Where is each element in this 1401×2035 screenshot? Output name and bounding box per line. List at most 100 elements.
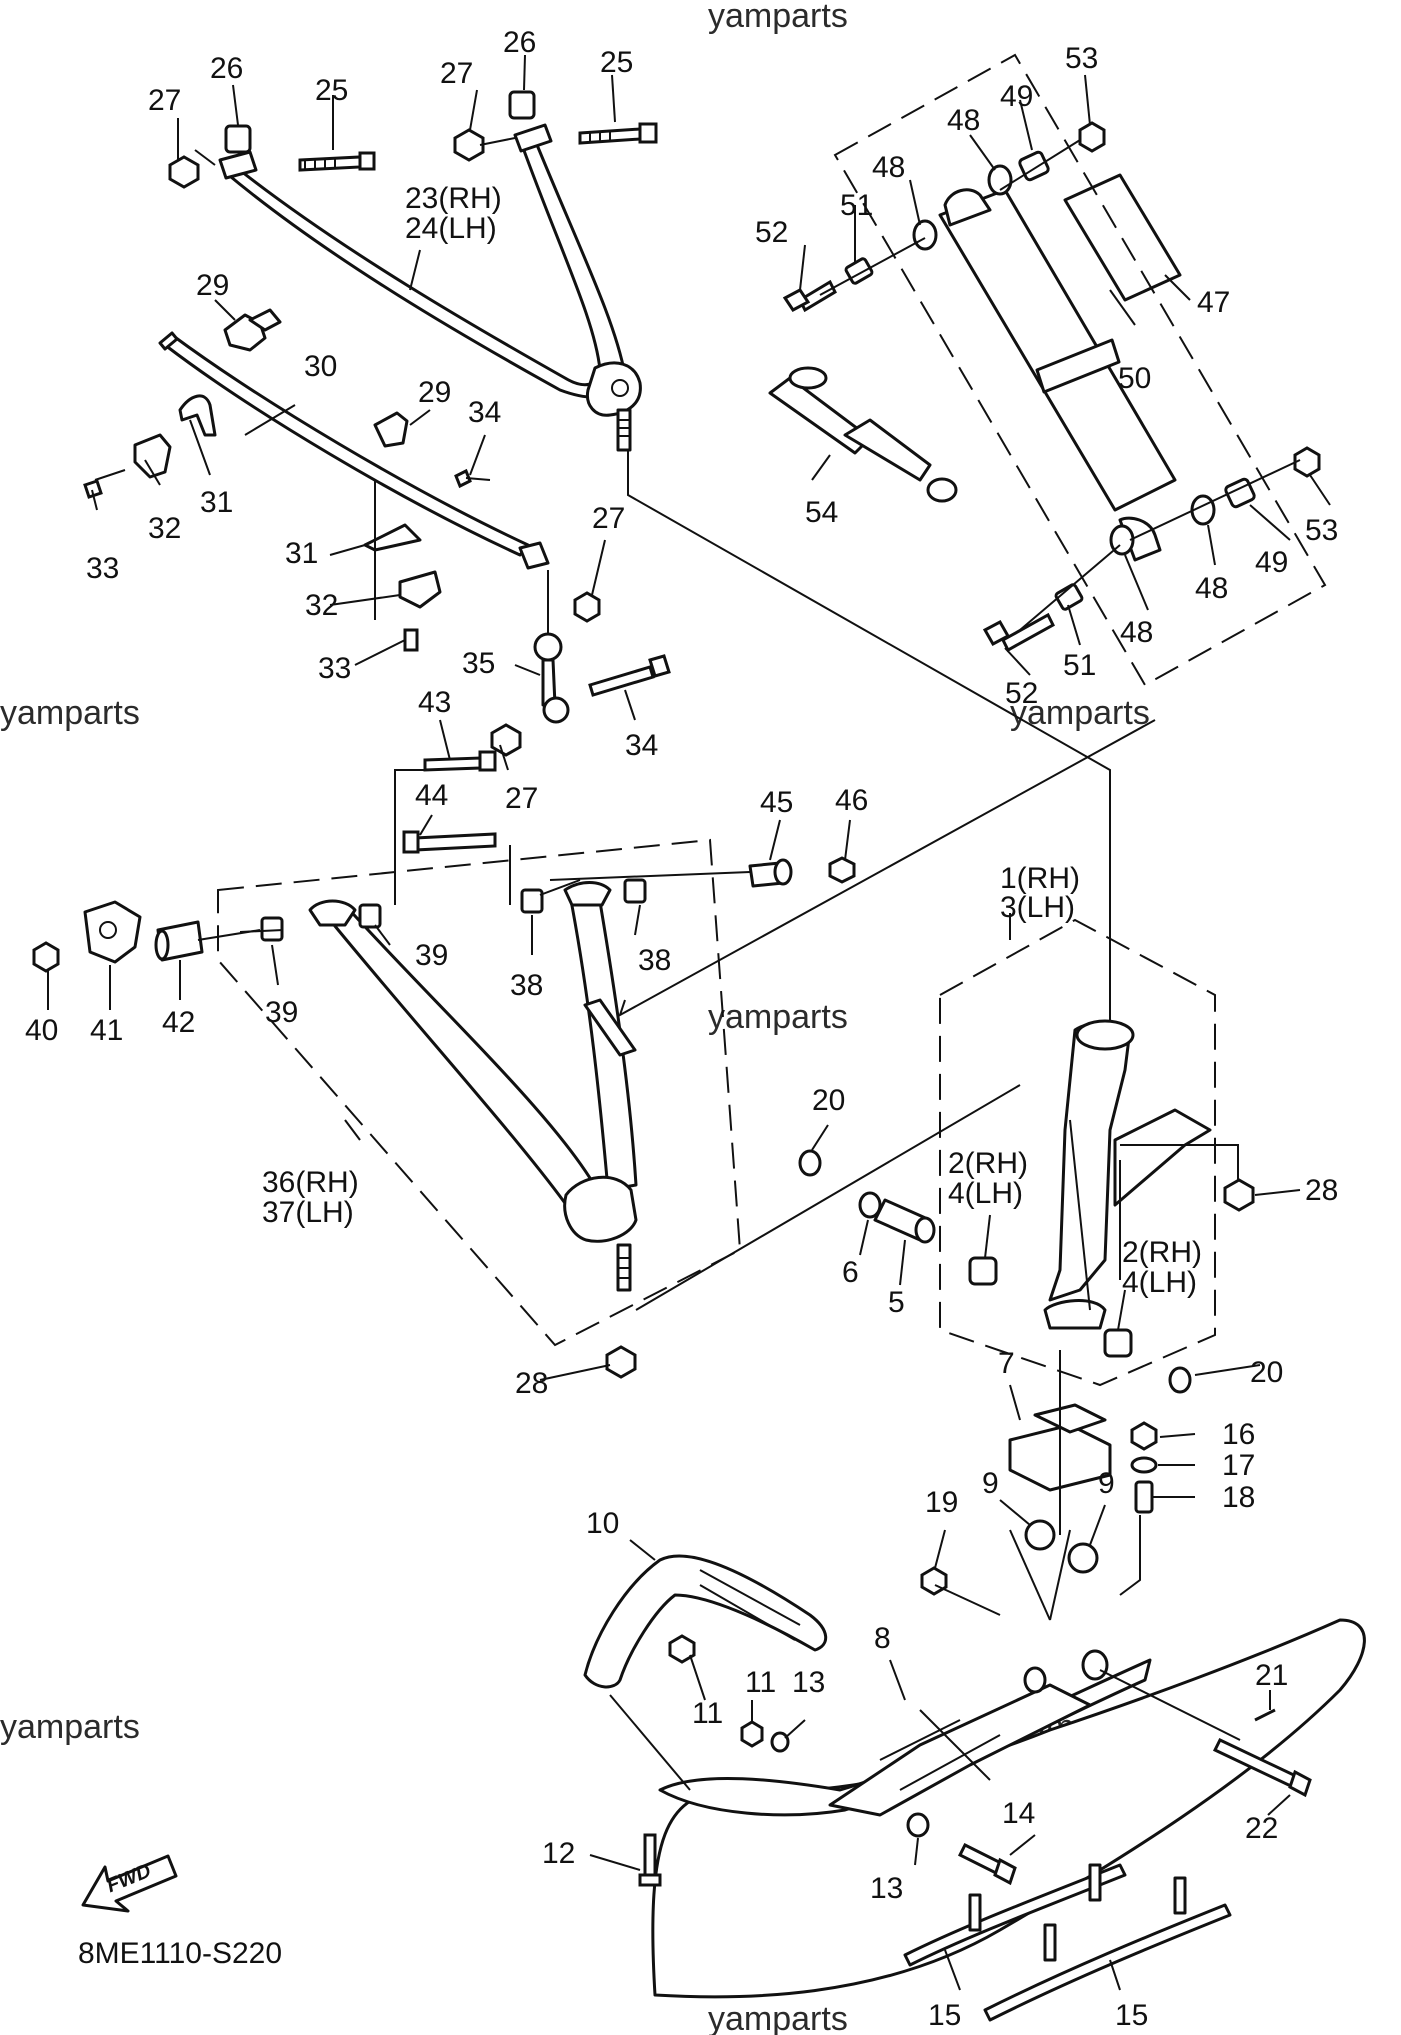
callout-9: 9 bbox=[982, 1467, 999, 1500]
callout-2: 2(RH) bbox=[948, 1147, 1028, 1180]
callout-40: 40 bbox=[25, 1014, 58, 1047]
nut-46 bbox=[828, 856, 856, 884]
bolt-52-top bbox=[782, 279, 837, 313]
bolt-25-right bbox=[578, 122, 658, 145]
bolt-44 bbox=[402, 830, 497, 854]
washer-48-a bbox=[912, 219, 938, 251]
group-box-shock bbox=[833, 53, 1327, 687]
callout-24: 24(LH) bbox=[405, 212, 497, 245]
callout-51: 51 bbox=[840, 189, 873, 222]
bolt-12 bbox=[638, 1833, 662, 1887]
callout-9: 9 bbox=[1098, 1467, 1115, 1500]
callout-27: 27 bbox=[148, 84, 181, 117]
callout-37: 37(LH) bbox=[262, 1196, 354, 1229]
bushing-39-left bbox=[260, 916, 284, 942]
nut-27-right bbox=[453, 128, 485, 162]
runner-15-left bbox=[903, 1863, 1127, 1967]
watermark: yamparts bbox=[708, 998, 848, 1036]
nut-53-bottom bbox=[1293, 446, 1321, 478]
bolt-25-left bbox=[298, 151, 376, 172]
callout-12: 12 bbox=[542, 1837, 575, 1870]
callout-22: 22 bbox=[1245, 1812, 1278, 1845]
callout-53: 53 bbox=[1305, 514, 1338, 547]
bolt-14 bbox=[957, 1842, 1017, 1886]
lower-a-arm bbox=[308, 881, 638, 1292]
callout-26: 26 bbox=[210, 52, 243, 85]
callout-48: 48 bbox=[872, 151, 905, 184]
callout-20: 20 bbox=[812, 1084, 845, 1117]
callout-3: 3(LH) bbox=[1000, 891, 1075, 924]
nut-11-lower bbox=[740, 1720, 764, 1748]
bushing-2-4-right bbox=[1103, 1328, 1133, 1358]
watermark: yamparts bbox=[0, 694, 140, 732]
collar-45 bbox=[748, 858, 793, 888]
callout-7: 7 bbox=[998, 1347, 1015, 1380]
spacer-5 bbox=[873, 1198, 936, 1244]
callout-2: 2(RH) bbox=[1122, 1236, 1202, 1269]
callout-52: 52 bbox=[1005, 677, 1038, 710]
upper-a-arm bbox=[218, 123, 642, 452]
bushing-38-left bbox=[520, 888, 544, 914]
callout-31: 31 bbox=[200, 486, 233, 519]
washer-17 bbox=[1130, 1456, 1158, 1474]
watermark: yamparts bbox=[708, 2000, 848, 2035]
bolt-34-link bbox=[588, 654, 671, 697]
callout-15: 15 bbox=[928, 1999, 961, 2032]
callout-11: 11 bbox=[692, 1697, 723, 1730]
callout-5: 5 bbox=[888, 1286, 905, 1319]
callout-25: 25 bbox=[600, 46, 633, 79]
callout-16: 16 bbox=[1222, 1418, 1255, 1451]
callout-25: 25 bbox=[315, 74, 348, 107]
bushing-9-left bbox=[1024, 1519, 1056, 1551]
callout-27: 27 bbox=[505, 782, 538, 815]
clamp-29-right bbox=[373, 411, 409, 448]
diagram-code: 8ME1110-S220 bbox=[78, 1937, 282, 1970]
bolt-22 bbox=[1212, 1738, 1312, 1798]
callout-19: 19 bbox=[925, 1486, 958, 1519]
callout-labels: 1(RH) 3(LH) 2(RH) 4(LH) 2(RH) 4(LH) 5 6 … bbox=[25, 26, 1338, 2032]
callout-44: 44 bbox=[415, 779, 448, 812]
tool-54 bbox=[768, 366, 958, 503]
collar-49-bottom bbox=[1224, 477, 1256, 509]
bushing-26-right bbox=[508, 90, 536, 120]
ring-6 bbox=[858, 1191, 882, 1219]
stabilizer-link bbox=[533, 570, 570, 724]
bushing-2-4-left bbox=[968, 1256, 998, 1286]
runner-15-right bbox=[983, 1876, 1232, 2022]
callout-54: 54 bbox=[805, 496, 838, 529]
bushing-9-right bbox=[1067, 1542, 1099, 1574]
watermark: yamparts bbox=[0, 1708, 140, 1746]
callout-49: 49 bbox=[1255, 546, 1288, 579]
callout-41: 41 bbox=[90, 1014, 123, 1047]
callout-49: 49 bbox=[1000, 80, 1033, 113]
callout-38: 38 bbox=[510, 969, 543, 1002]
callout-38: 38 bbox=[638, 944, 671, 977]
washer-20-bottom bbox=[1168, 1366, 1192, 1394]
bracket-32-left bbox=[133, 433, 172, 479]
nut-40 bbox=[32, 941, 60, 973]
callout-4: 4(LH) bbox=[1122, 1266, 1197, 1299]
callout-26: 26 bbox=[503, 26, 536, 59]
callout-8: 8 bbox=[874, 1622, 891, 1655]
bushing-26-left bbox=[224, 124, 252, 154]
callout-33: 33 bbox=[318, 652, 351, 685]
collar-51-bottom bbox=[1054, 583, 1084, 611]
nut-16 bbox=[1130, 1421, 1158, 1451]
nut-28-right bbox=[1223, 1178, 1255, 1212]
callout-20: 20 bbox=[1250, 1356, 1283, 1389]
group-box-spindle bbox=[939, 918, 1216, 1387]
callout-48: 48 bbox=[1195, 572, 1228, 605]
callout-48: 48 bbox=[1120, 616, 1153, 649]
nut-19 bbox=[920, 1566, 948, 1596]
callout-28: 28 bbox=[515, 1367, 548, 1400]
nut-27-link bbox=[490, 723, 522, 757]
callout-29: 29 bbox=[196, 269, 229, 302]
callout-35: 35 bbox=[462, 647, 495, 680]
callout-34: 34 bbox=[625, 729, 658, 762]
nut-53-top bbox=[1078, 121, 1106, 153]
callout-13: 13 bbox=[870, 1872, 903, 1905]
callout-36: 36(RH) bbox=[262, 1166, 359, 1199]
clamp-29-left bbox=[223, 308, 282, 352]
stabilizer-bar bbox=[158, 331, 601, 623]
callout-10: 10 bbox=[586, 1507, 619, 1540]
